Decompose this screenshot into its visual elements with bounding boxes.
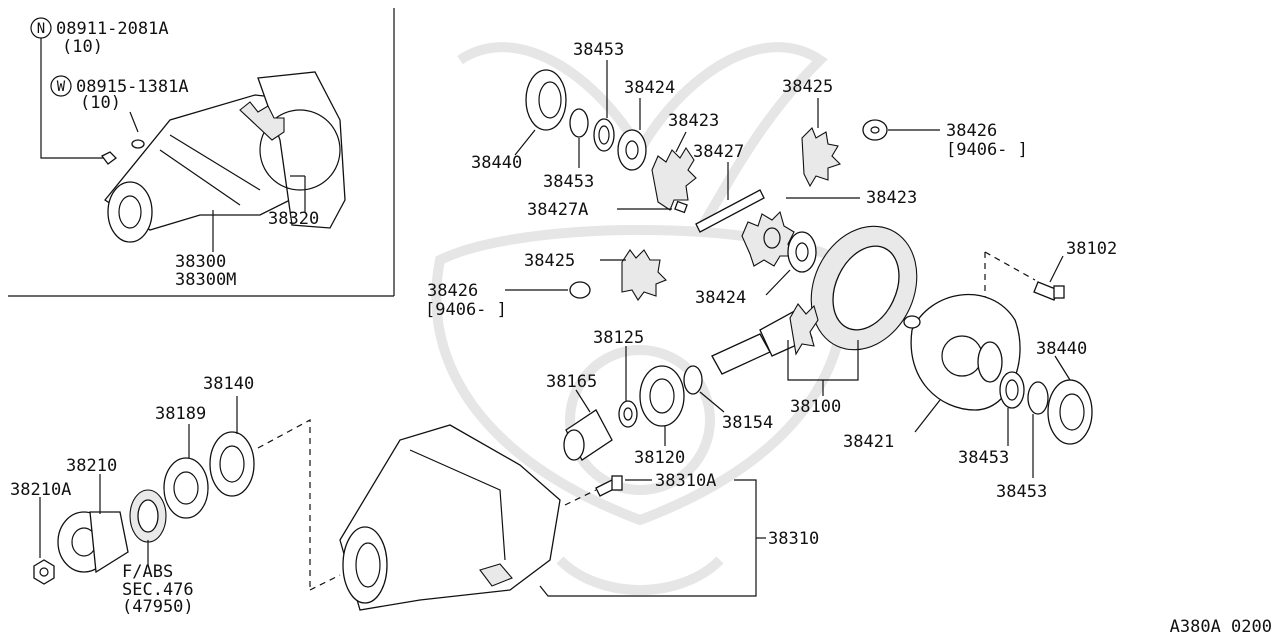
label-38424-top: 38424 xyxy=(624,78,675,98)
label-fabs: F/ABS xyxy=(122,562,173,582)
diagram-code: A380A 0200 xyxy=(1170,617,1272,637)
label-38423-top: 38423 xyxy=(668,111,719,131)
diff-case-38421[interactable] xyxy=(903,293,1021,411)
label-38102: 38102 xyxy=(1066,239,1117,259)
label-38440-right: 38440 xyxy=(1036,339,1087,359)
thrust-washer-38424-top[interactable] xyxy=(617,129,647,171)
pinion-mate-38425-left[interactable] xyxy=(621,249,667,301)
label-38125: 38125 xyxy=(593,328,644,348)
carrier-housing-38310[interactable] xyxy=(339,424,561,611)
nut-qty: (10) xyxy=(62,37,103,57)
label-38426-top: 38426 xyxy=(946,121,997,141)
label-38310: 38310 xyxy=(768,529,819,549)
label-38421: 38421 xyxy=(843,432,894,452)
label-38310A: 38310A xyxy=(655,471,716,491)
label-38427: 38427 xyxy=(693,142,744,162)
washer-38453-right[interactable] xyxy=(999,371,1049,415)
label-38453-right-b: 38453 xyxy=(996,482,1047,502)
label-38426-left: 38426 xyxy=(427,281,478,301)
label-38453-lower: 38453 xyxy=(543,172,594,192)
washer-38426-left[interactable] xyxy=(569,281,591,299)
bolt-38102[interactable] xyxy=(1033,281,1065,301)
thrust-washer-38424-right[interactable] xyxy=(787,231,817,273)
oil-seal-38189[interactable] xyxy=(163,457,209,519)
label-38440-top: 38440 xyxy=(471,153,522,173)
callout-nut[interactable]: N 08911-2081A (10) xyxy=(30,17,169,57)
label-38210A: 38210A xyxy=(10,480,71,500)
label-38453-top: 38453 xyxy=(573,40,624,60)
label-38425-left: 38425 xyxy=(524,251,575,271)
bearing-38140[interactable] xyxy=(209,431,255,497)
bearing-38440-top[interactable] xyxy=(525,69,567,131)
washer-38154[interactable] xyxy=(683,365,703,395)
washer-38426-top[interactable] xyxy=(862,119,888,141)
label-38320: 38320 xyxy=(268,209,319,229)
ring-gear-38100[interactable] xyxy=(792,209,937,367)
watermark-emblem xyxy=(431,42,849,595)
bearing-38440-right[interactable] xyxy=(1047,379,1093,445)
label-38425-top: 38425 xyxy=(782,77,833,97)
washer-qty: (10) xyxy=(80,93,121,113)
pinion-mate-38425-top[interactable] xyxy=(801,127,842,188)
side-gear-38423-right[interactable] xyxy=(741,210,795,267)
label-38154: 38154 xyxy=(722,413,773,433)
companion-flange-38210[interactable] xyxy=(57,511,129,574)
bolt-38310A[interactable] xyxy=(595,475,623,497)
label-9406-top: [9406- ] xyxy=(946,140,1028,160)
side-gear-38423-top[interactable] xyxy=(651,146,697,211)
label-38120: 38120 xyxy=(634,448,685,468)
washer-38453-top[interactable] xyxy=(569,108,615,152)
spacer-38165[interactable] xyxy=(563,409,613,461)
label-38165: 38165 xyxy=(546,372,597,392)
label-47950: (47950) xyxy=(122,597,194,617)
washer-part-number: 08915-1381A xyxy=(76,77,189,97)
label-38189: 38189 xyxy=(155,404,206,424)
label-sec476: SEC.476 xyxy=(122,580,194,600)
label-38300: 38300 xyxy=(175,252,226,272)
nut-symbol: N xyxy=(37,21,45,37)
flange-nut-38210A[interactable] xyxy=(33,559,55,585)
label-38424-right: 38424 xyxy=(695,288,746,308)
callout-washer[interactable]: W 08915-1381A (10) xyxy=(50,75,189,113)
label-38100: 38100 xyxy=(790,397,841,417)
washer-38125[interactable] xyxy=(618,400,638,428)
pinion-shaft-38427[interactable] xyxy=(674,189,765,233)
inset-diff-assembly[interactable] xyxy=(101,71,346,243)
label-38300M: 38300M xyxy=(175,270,236,290)
label-9406-left: [9406- ] xyxy=(425,300,507,320)
inset-box xyxy=(8,8,395,297)
label-38140: 38140 xyxy=(203,374,254,394)
drive-pinion-38100[interactable] xyxy=(711,303,819,375)
washer-symbol: W xyxy=(57,79,66,95)
label-38210: 38210 xyxy=(66,456,117,476)
bearing-38120[interactable] xyxy=(639,365,685,427)
label-38427A: 38427A xyxy=(527,200,588,220)
label-38453-right-a: 38453 xyxy=(958,448,1009,468)
label-38423-right: 38423 xyxy=(866,188,917,208)
nut-part-number: 08911-2081A xyxy=(56,19,169,39)
sensor-rotor-ring[interactable] xyxy=(129,489,167,543)
